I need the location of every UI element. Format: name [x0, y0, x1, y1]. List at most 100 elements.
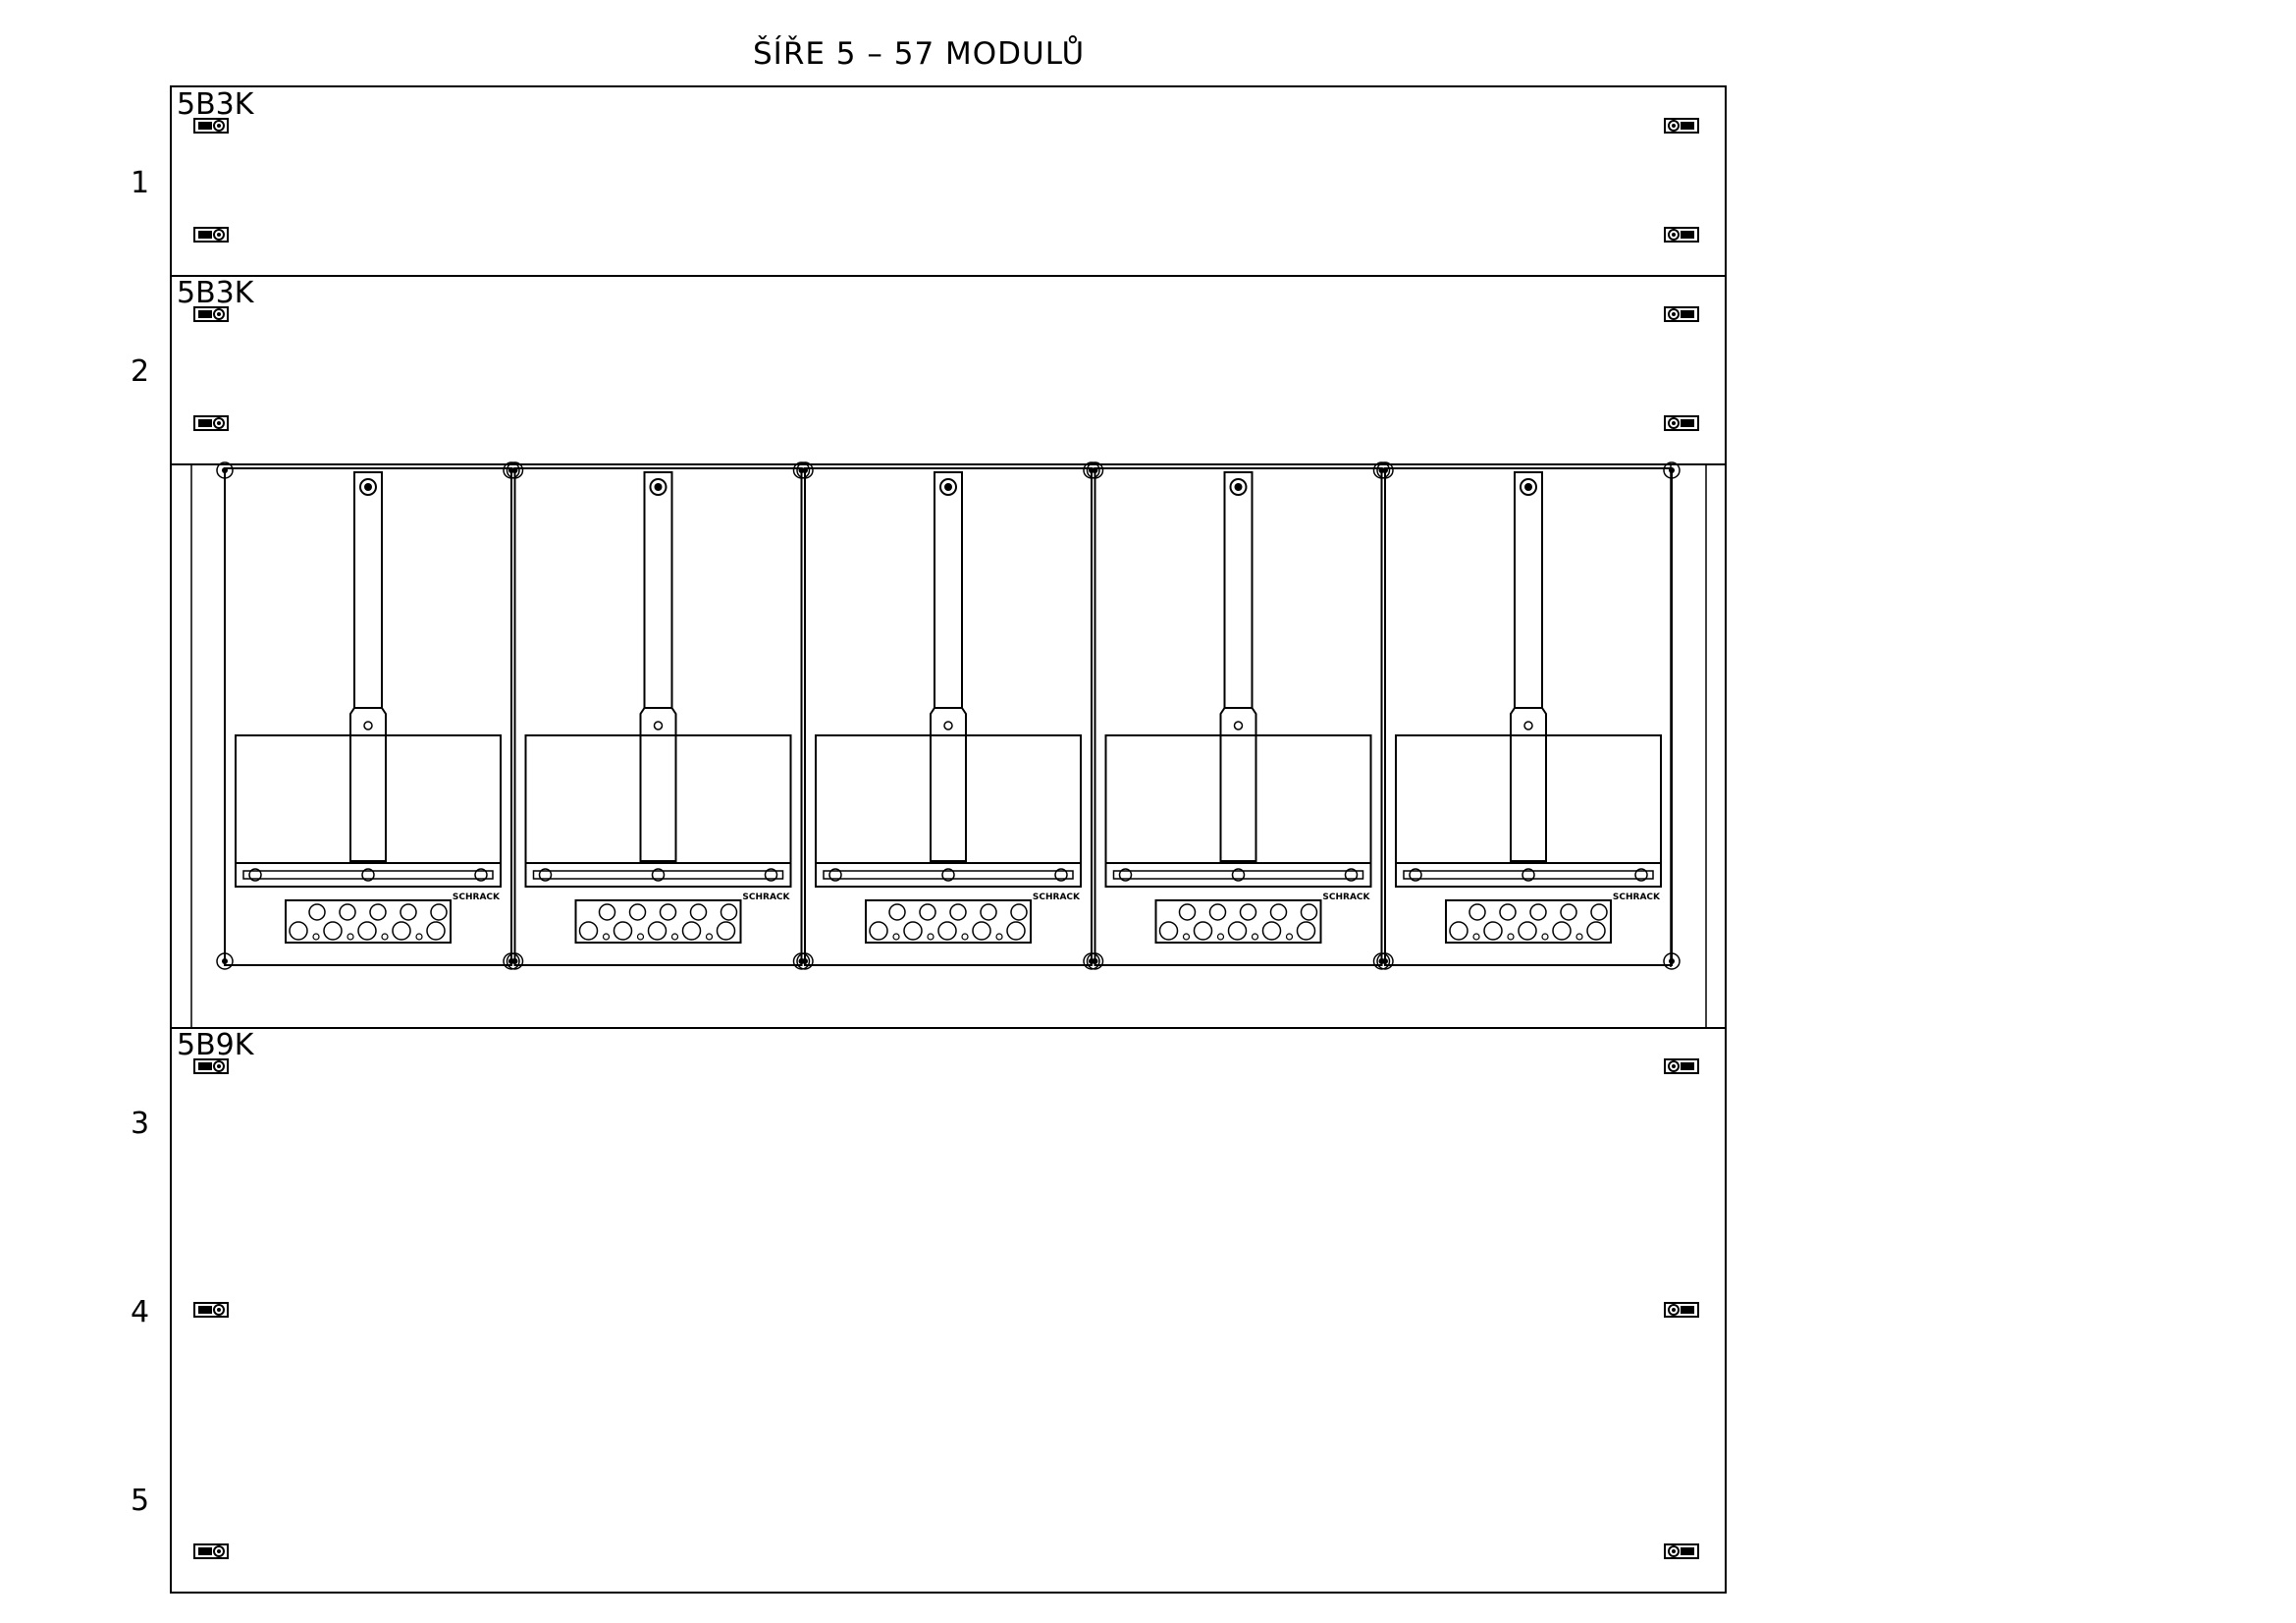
din-rail-screw [474, 868, 488, 882]
fastener-screw-center [1672, 312, 1676, 316]
fastener-icon [1664, 227, 1699, 243]
terminal-hole [888, 903, 906, 921]
meter-module-frame [1384, 467, 1673, 966]
terminal-small-hole [670, 933, 679, 941]
fastener-slot [1681, 1547, 1694, 1555]
meter-module: SCHRACK [506, 461, 811, 970]
terminal-small-hole [1216, 933, 1225, 941]
corner-screw-icon [1376, 952, 1394, 970]
terminal-hole [1449, 921, 1468, 941]
row-number: 5 [131, 1484, 149, 1518]
terminal-hole [339, 903, 356, 921]
fastener-screw [213, 308, 225, 320]
corner-screw-center [511, 958, 518, 964]
meter-bar-hole [1233, 721, 1244, 730]
din-rail-inner [532, 870, 784, 880]
fastener-screw-center [217, 1549, 221, 1553]
terminal-small-hole [1575, 933, 1583, 941]
fastener-screw-center [217, 233, 221, 237]
fastener-icon [1664, 1302, 1699, 1318]
fastener-body [1664, 1302, 1699, 1318]
terminal-small-hole [381, 933, 389, 941]
terminal-hole [1552, 921, 1572, 941]
fastener-body [1664, 1543, 1699, 1559]
terminal-hole [919, 903, 936, 921]
terminal-hole [323, 921, 343, 941]
meter-bar-screw [359, 478, 377, 496]
fastener-screw-center [217, 1064, 221, 1068]
din-rail-screw [651, 868, 666, 882]
fastener-slot [198, 231, 212, 239]
terminal-hole [578, 921, 599, 941]
terminal-small-hole [927, 933, 934, 941]
meter-bar-screw-center [654, 483, 663, 491]
fastener-body [1664, 415, 1699, 431]
fastener-icon [193, 306, 229, 322]
row-number: 2 [131, 354, 149, 389]
din-rail [235, 862, 502, 888]
corner-screw-icon [216, 461, 234, 479]
terminal-small-hole [347, 933, 354, 941]
meter-bar-hole [1523, 721, 1533, 730]
terminal-hole [1529, 903, 1547, 921]
row-number: 3 [131, 1107, 149, 1141]
terminal-hole [1499, 903, 1517, 921]
terminal-hole [689, 903, 708, 921]
meter-plate [524, 734, 792, 864]
din-rail-screw [764, 868, 778, 882]
meter-bar-hole [943, 721, 953, 730]
meter-bar-screw-center [1234, 483, 1243, 491]
terminal-hole [392, 921, 411, 941]
row-number: 4 [131, 1295, 149, 1329]
terminal-small-hole [1541, 933, 1549, 941]
din-rail-screw [941, 868, 955, 882]
fastener-icon [193, 1543, 229, 1559]
terminal-small-hole [312, 933, 320, 941]
fastener-screw-center [217, 421, 221, 425]
din-rail-screw [1344, 868, 1359, 882]
corner-screw-center [1669, 958, 1675, 964]
corner-screw-center [802, 958, 808, 964]
meter-module: SCHRACK [1086, 461, 1391, 970]
fastener-screw-center [1672, 233, 1676, 237]
fastener-screw [213, 1304, 225, 1316]
fastener-slot [198, 122, 212, 130]
meter-module-frame [513, 467, 803, 966]
terminal-small-hole [602, 933, 611, 941]
panel-code: 5B9K [177, 1028, 255, 1062]
din-rail-inner [242, 870, 494, 880]
terminal-small-hole [1472, 933, 1480, 941]
fastener-screw [1668, 1060, 1680, 1072]
fastener-icon [193, 118, 229, 134]
din-rail [524, 862, 792, 888]
corner-screw-icon [1086, 952, 1104, 970]
terminal-hole [1269, 903, 1288, 921]
corner-screw-icon [796, 461, 814, 479]
corner-screw-center [1382, 467, 1388, 473]
fastener-screw [213, 229, 225, 241]
terminal-hole [716, 921, 736, 941]
fastener-body [193, 415, 229, 431]
brand-label: SCHRACK [1322, 893, 1370, 902]
meter-bar-screw [1520, 478, 1537, 496]
din-rail [1104, 862, 1372, 888]
panel-code: 5B3K [177, 87, 255, 122]
fastener-screw [1668, 417, 1680, 429]
fastener-screw [213, 1060, 225, 1072]
fastener-icon [193, 227, 229, 243]
fastener-slot [1681, 1062, 1694, 1070]
fastener-slot [1681, 310, 1694, 318]
fastener-icon [1664, 306, 1699, 322]
corner-screw-center [1092, 467, 1098, 473]
fastener-body [1664, 118, 1699, 134]
meter-module: SCHRACK [216, 461, 520, 970]
terminal-hole [720, 903, 738, 921]
meter-bar-upper [643, 471, 673, 709]
meter-bar-upper [1514, 471, 1543, 709]
fastener-slot [198, 310, 212, 318]
din-rail-screw [1634, 868, 1648, 882]
din-rail [815, 862, 1082, 888]
terminal-hole [1468, 903, 1486, 921]
terminal-hole [1006, 921, 1026, 941]
